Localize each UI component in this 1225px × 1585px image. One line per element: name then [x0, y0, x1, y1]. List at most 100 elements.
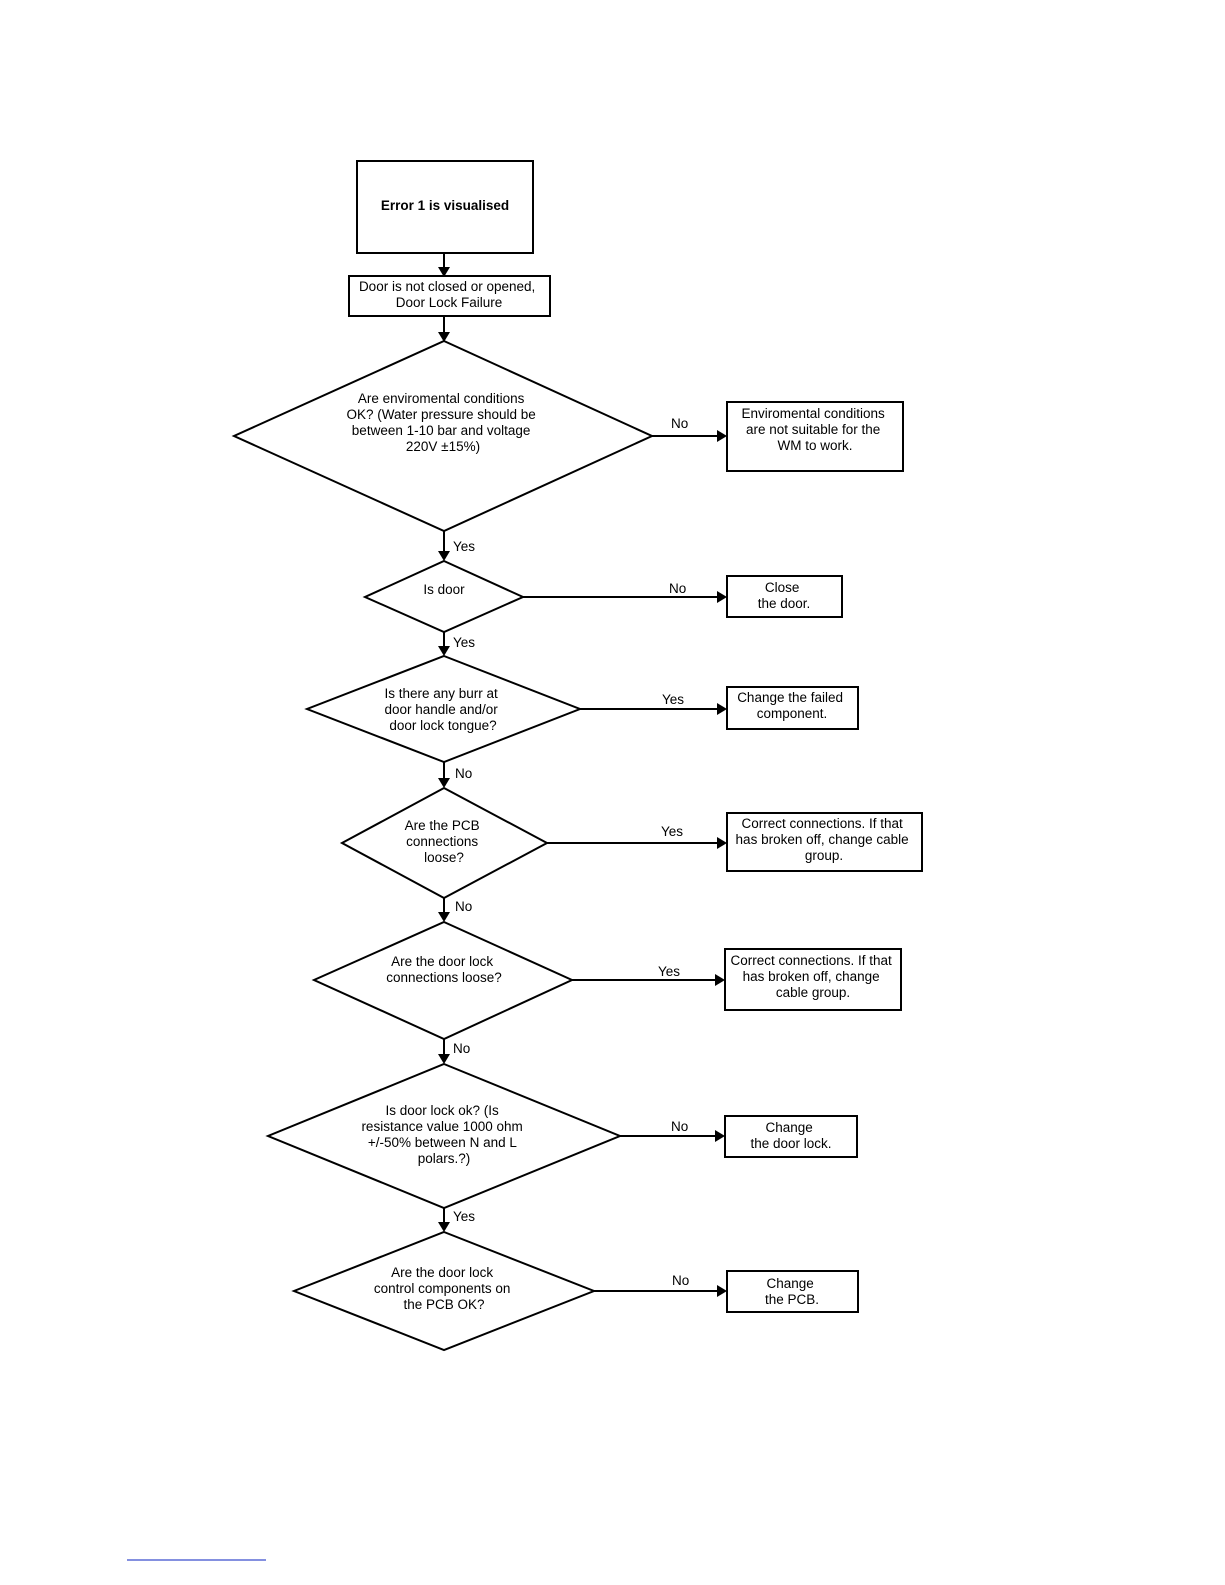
- svg-text:Are enviromental conditions: Are enviromental conditions OK? (Water p…: [346, 391, 539, 454]
- decision-line: connections: [406, 834, 478, 849]
- decision-line: Is door lock ok? (Is: [385, 1103, 499, 1118]
- action-lock-ok: Change the door lock.: [724, 1115, 858, 1158]
- branch-label-no: No: [672, 1273, 689, 1288]
- svg-text:Enviromental conditions: Enviromental conditions are not suitable…: [741, 406, 888, 453]
- branch-label-no: No: [669, 581, 686, 596]
- decision-line: 220V ±15%): [406, 439, 480, 454]
- decision-line: Are the door lock: [391, 954, 493, 969]
- action-line: the door.: [758, 596, 811, 611]
- decision-lock-ok: Is door lock ok? (Is resistance value 10…: [265, 1062, 623, 1210]
- branch-label-no: No: [671, 1119, 688, 1134]
- action-line: component.: [757, 706, 828, 721]
- decision-pcb-ok: Are the door lock control components on …: [291, 1230, 597, 1352]
- fault-node: Door is not closed or opened, Door Lock …: [348, 275, 551, 317]
- svg-text:Close the door.: Close the door.: [758, 580, 811, 611]
- action-line: are not suitable for the: [746, 422, 880, 437]
- decision-line: connections loose?: [386, 970, 502, 985]
- svg-text:Is door lock ok? (Is res: Is door lock ok? (Is resistance value 10…: [361, 1103, 526, 1166]
- branch-label-yes: Yes: [662, 692, 684, 707]
- svg-text:Is door: Is door: [423, 582, 465, 597]
- action-burr: Change the failed component.: [726, 686, 859, 730]
- decision-burr: Is there any burr at door handle and/or …: [304, 654, 583, 764]
- action-line: group.: [805, 848, 843, 863]
- decision-line: Is there any burr at: [384, 686, 498, 701]
- action-line: Change the failed: [737, 690, 843, 705]
- branch-label-no: No: [455, 766, 472, 781]
- svg-text:Are the PCB connections: Are the PCB connections loose?: [405, 818, 484, 865]
- action-line: Correct connections. If that: [730, 953, 892, 968]
- decision-line: Are the PCB: [405, 818, 480, 833]
- arrowhead: [717, 430, 727, 442]
- arrowhead: [438, 1222, 450, 1232]
- fault-node-line: Door is not closed or opened,: [359, 279, 535, 294]
- decision-line: Are the door lock: [391, 1265, 493, 1280]
- svg-text:Change the door lock.: Change the door lock.: [750, 1120, 831, 1151]
- decision-line: resistance value 1000 ohm: [361, 1119, 522, 1134]
- decision-door: Is door: [362, 559, 526, 634]
- action-line: has broken off, change cable: [736, 832, 909, 847]
- decision-env: Are enviromental conditions OK? (Water p…: [231, 339, 655, 533]
- action-env: Enviromental conditions are not suitable…: [726, 401, 904, 472]
- decision-line: the PCB OK?: [403, 1297, 484, 1312]
- decision-line: door handle and/or: [384, 702, 498, 717]
- branch-label-yes: Yes: [658, 964, 680, 979]
- svg-text:Change the failed compon: Change the failed component.: [737, 690, 847, 721]
- decision-line: Is door: [423, 582, 465, 597]
- action-line: Close: [765, 580, 800, 595]
- fault-node-line: Door Lock Failure: [396, 295, 503, 310]
- svg-text:Door is not closed or opened,: Door is not closed or opened, Door Lock …: [359, 279, 539, 310]
- decision-line: between 1-10 bar and voltage: [352, 423, 531, 438]
- arrowhead: [717, 837, 727, 849]
- arrowhead: [438, 912, 450, 922]
- action-line: has broken off, change: [743, 969, 880, 984]
- arrowhead: [717, 591, 727, 603]
- branch-label-yes: Yes: [453, 1209, 475, 1224]
- decision-line: control components on: [374, 1281, 511, 1296]
- decision-line: OK? (Water pressure should be: [346, 407, 535, 422]
- svg-text:Are the door lock contro: Are the door lock control components on …: [374, 1265, 514, 1312]
- start-node: Error 1 is visualised: [356, 160, 534, 254]
- decision-line: Are enviromental conditions: [358, 391, 525, 406]
- decision-line: polars.?): [418, 1151, 471, 1166]
- action-line: the PCB.: [765, 1292, 819, 1307]
- action-line: the door lock.: [750, 1136, 831, 1151]
- svg-text:Change the PCB.: Change the PCB.: [765, 1276, 819, 1307]
- start-node-line: Error 1 is visualised: [381, 198, 509, 213]
- action-line: WM to work.: [777, 438, 852, 453]
- action-pcb-connections: Correct connections. If that has broken …: [726, 812, 923, 872]
- action-pcb-ok: Change the PCB.: [726, 1270, 859, 1313]
- branch-label-yes: Yes: [453, 635, 475, 650]
- arrowhead: [717, 703, 727, 715]
- branch-label-no: No: [455, 899, 472, 914]
- arrowhead: [438, 551, 450, 561]
- branch-label-no: No: [671, 416, 688, 431]
- action-line: Correct connections. If that: [741, 816, 903, 831]
- decision-pcb-connections: Are the PCB connections loose?: [339, 786, 550, 900]
- arrowhead: [438, 778, 450, 788]
- action-line: cable group.: [776, 985, 850, 1000]
- arrowhead: [715, 974, 725, 986]
- arrowhead: [715, 1130, 725, 1142]
- decision-line: loose?: [424, 850, 464, 865]
- branch-label-yes: Yes: [661, 824, 683, 839]
- branch-label-yes: Yes: [453, 539, 475, 554]
- decision-line: +/-50% between N and L: [368, 1135, 517, 1150]
- action-line: Change: [766, 1276, 813, 1291]
- arrowhead: [717, 1285, 727, 1297]
- action-door: Close the door.: [726, 575, 843, 618]
- svg-text:Are the door lock connec: Are the door lock connections loose?: [386, 954, 502, 985]
- decision-lock-connections: Are the door lock connections loose?: [311, 920, 575, 1041]
- svg-text:Correct connections. If that: Correct connections. If that has broken …: [730, 953, 895, 1000]
- svg-text:Error 1 is visualised: Error 1 is visualised: [381, 198, 509, 213]
- decision-line: door lock tongue?: [389, 718, 496, 733]
- svg-text:Correct connections. If that: Correct connections. If that has broken …: [736, 816, 913, 863]
- action-lock-connections: Correct connections. If that has broken …: [724, 948, 902, 1011]
- svg-text:Is there any burr at doo: Is there any burr at door handle and/or …: [384, 686, 501, 733]
- arrowhead: [438, 332, 450, 342]
- arrowhead: [438, 1054, 450, 1064]
- action-line: Enviromental conditions: [741, 406, 885, 421]
- arrowhead: [438, 267, 450, 277]
- action-line: Change: [765, 1120, 812, 1135]
- branch-label-no: No: [453, 1041, 470, 1056]
